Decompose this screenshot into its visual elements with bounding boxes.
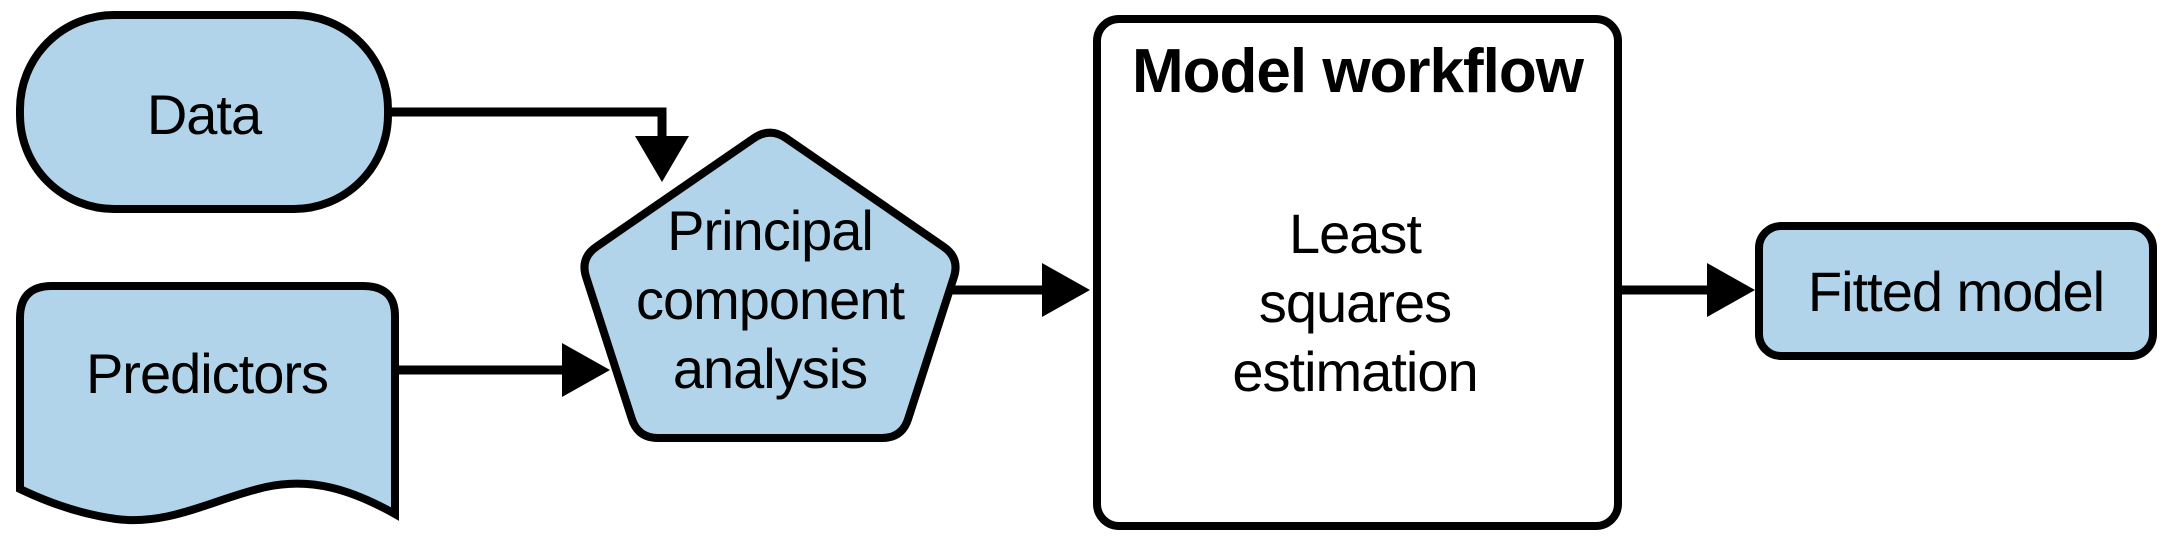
model-workflow-container <box>1093 15 1622 530</box>
lse-label-line1: Least <box>1289 202 1422 265</box>
pca-label-line1: Principal <box>667 199 874 262</box>
edge-workflow-to-fitted <box>1622 263 1755 317</box>
lse-label-line2: squares <box>1258 271 1452 334</box>
edge-predictors-to-pca <box>393 343 610 397</box>
pca-label: Principal component analysis <box>580 196 960 403</box>
model-workflow-title: Model workflow <box>1132 37 1584 106</box>
predictors-label: Predictors <box>85 342 329 405</box>
edge-pca-to-workflow <box>950 263 1090 317</box>
pca-label-line2: component <box>635 268 905 331</box>
lse-label: Least squares estimation <box>1165 199 1545 406</box>
fitted-model-node: Fitted model <box>1755 222 2157 360</box>
lse-label-line3: estimation <box>1232 340 1478 403</box>
edge-data-to-pca <box>392 107 689 182</box>
data-node <box>16 11 392 213</box>
pca-label-line3: analysis <box>672 337 868 400</box>
predictors-document-shape <box>16 282 399 525</box>
data-label: Data <box>146 83 262 146</box>
fitted-model-label: Fitted model <box>1807 259 2105 323</box>
